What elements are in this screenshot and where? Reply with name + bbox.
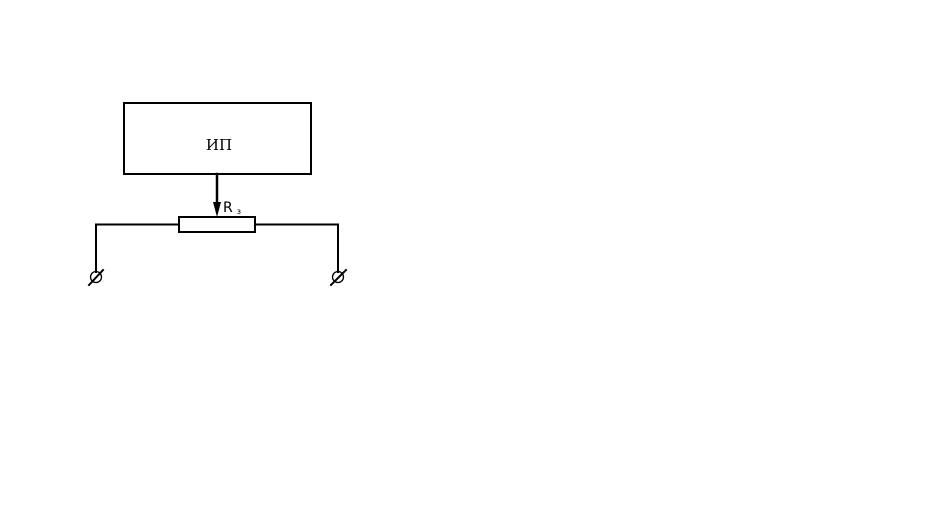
right-terminal-slash — [329, 268, 348, 287]
svg-text:R з: R з — [223, 199, 241, 216]
power-source-label: ИП — [206, 136, 232, 154]
slider-arrow-icon — [213, 202, 221, 217]
left-terminal-slash — [87, 268, 105, 287]
resistor-body — [178, 216, 256, 233]
left-terminal-icon — [89, 270, 103, 284]
right-wire — [254, 223, 339, 273]
left-wire — [95, 223, 180, 273]
resistor-subscript: з — [237, 207, 241, 216]
power-source-block: ИП — [123, 102, 312, 175]
resistor-letter: R — [223, 200, 233, 216]
left-lead — [87, 223, 180, 287]
slider-contact — [213, 172, 221, 217]
right-terminal-icon — [331, 270, 345, 284]
resistor-label: R з — [223, 199, 241, 216]
right-lead — [254, 223, 348, 287]
